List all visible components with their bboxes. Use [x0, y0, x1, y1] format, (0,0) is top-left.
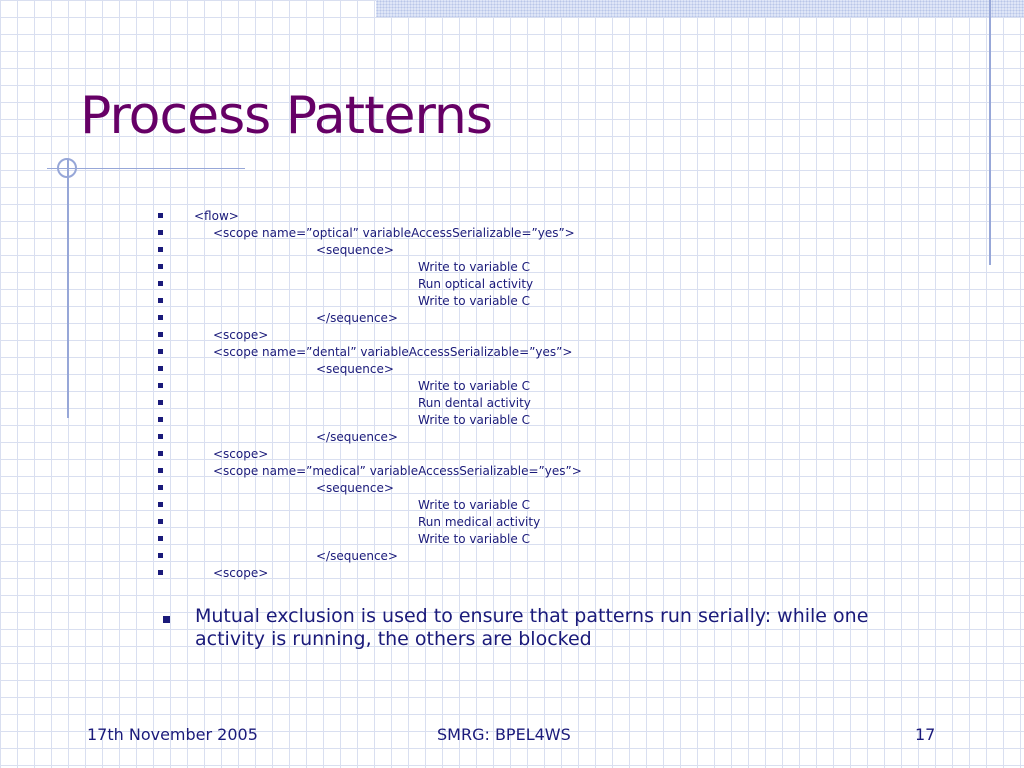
square-bullet-icon [158, 315, 163, 320]
code-line-text: <sequence> [316, 362, 394, 376]
main-bullet-point: Mutual exclusion is used to ensure that … [163, 605, 923, 651]
code-line-text: Write to variable C [418, 413, 530, 427]
code-line-text: Write to variable C [418, 379, 530, 393]
square-bullet-icon [163, 616, 170, 623]
code-line-text: Run medical activity [418, 515, 541, 529]
square-bullet-icon [158, 349, 163, 354]
code-line-text: </sequence> [316, 430, 398, 444]
code-line-text: Write to variable C [418, 260, 530, 274]
square-bullet-icon [158, 451, 163, 456]
code-line-text: <scope> [213, 447, 269, 461]
code-line-text: </sequence> [316, 311, 398, 325]
square-bullet-icon [158, 400, 163, 405]
footer-center-text: SMRG: BPEL4WS [437, 725, 571, 744]
code-line-text: <sequence> [316, 243, 394, 257]
code-line-text: <scope name=”medical” variableAccessSeri… [213, 464, 582, 478]
code-line-text: <scope name=”optical” variableAccessSeri… [213, 226, 575, 240]
code-line-text: Run optical activity [418, 277, 534, 291]
code-line-text: <scope> [213, 566, 269, 580]
square-bullet-icon [158, 230, 163, 235]
code-line-text: <sequence> [316, 481, 394, 495]
title-underline-rule [47, 168, 245, 169]
code-line-text: <scope> [213, 328, 269, 342]
square-bullet-icon [158, 247, 163, 252]
square-bullet-icon [158, 502, 163, 507]
square-bullet-icon [158, 417, 163, 422]
square-bullet-icon [158, 468, 163, 473]
code-line-text: Write to variable C [418, 498, 530, 512]
slide-title: Process Patterns [80, 86, 493, 146]
square-bullet-icon [158, 332, 163, 337]
square-bullet-icon [158, 213, 163, 218]
crosshair-circle-icon [57, 158, 77, 178]
footer-date: 17th November 2005 [87, 725, 258, 744]
code-line-text: </sequence> [316, 549, 398, 563]
square-bullet-icon [158, 264, 163, 269]
square-bullet-icon [158, 570, 163, 575]
slide-number: 17 [915, 725, 936, 744]
square-bullet-icon [158, 366, 163, 371]
right-decorative-rule [989, 0, 991, 265]
left-decorative-rule [67, 160, 69, 418]
code-line-text: Write to variable C [418, 532, 530, 546]
top-decorative-band [376, 0, 1024, 17]
code-line-text: Write to variable C [418, 294, 530, 308]
square-bullet-icon [158, 298, 163, 303]
square-bullet-icon [158, 536, 163, 541]
square-bullet-icon [158, 281, 163, 286]
code-line-text: <flow> [194, 209, 239, 223]
square-bullet-icon [158, 485, 163, 490]
code-line-text: Run dental activity [418, 396, 531, 410]
code-line-text: <scope name=”dental” variableAccessSeria… [213, 345, 573, 359]
main-bullet-text: Mutual exclusion is used to ensure that … [195, 605, 869, 650]
square-bullet-icon [158, 553, 163, 558]
square-bullet-icon [158, 434, 163, 439]
square-bullet-icon [158, 519, 163, 524]
square-bullet-icon [158, 383, 163, 388]
